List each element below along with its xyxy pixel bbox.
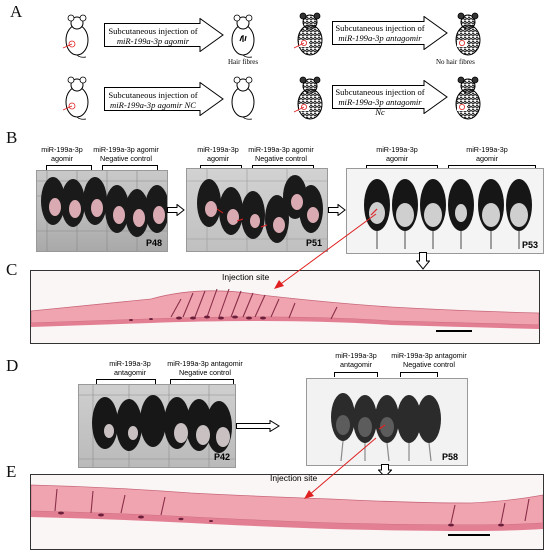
b2-mice-photo	[186, 168, 328, 252]
b1-mice-photo	[36, 170, 168, 252]
b1-bracket-1	[46, 165, 92, 170]
c-scale-bar	[436, 330, 472, 332]
arrow-box-3-line2: miR-199a-3p antagomir	[338, 33, 422, 43]
b2-label-agomir: miR-199a-3p agomir	[197, 145, 239, 163]
d2-day-label: P58	[442, 452, 459, 462]
panel-letter-b: B	[6, 128, 18, 147]
arrow-box-3-text: Subcutaneous injection of miR-199a-3p an…	[334, 23, 426, 43]
b3-label-2: miR-199a-3p agomir	[466, 145, 508, 163]
arrow-box-3	[332, 16, 448, 50]
d1-bracket-2	[170, 379, 234, 384]
arrow-box-4	[332, 80, 448, 114]
b3-mice-photo	[346, 168, 544, 254]
arrow-box-2	[104, 82, 224, 116]
arrow-box-3-line1: Subcutaneous injection of	[335, 23, 425, 33]
b3-day-label: P53	[522, 240, 539, 250]
arrow-right-icon	[236, 420, 280, 432]
red-arrow-annotation	[274, 213, 377, 289]
b2-bracket-1	[200, 165, 242, 170]
furry-mouse-icon	[455, 76, 481, 120]
d1-bracket-1	[96, 379, 156, 384]
arrow-box-4-line1: Subcutaneous injection of	[335, 87, 425, 97]
hair-fibres-caption: Hair fibres	[228, 58, 259, 66]
panel-letter-d: D	[6, 356, 19, 375]
d2-bracket-1	[334, 372, 378, 377]
furry-mouse-icon	[293, 12, 323, 56]
arrow-box-4-text: Subcutaneous injection of miR-199a-3p an…	[334, 87, 426, 117]
mouse-outline-icon	[231, 76, 255, 120]
c-injection-site-label: Injection site	[222, 272, 270, 282]
arrow-box-2-line2: miR-199a-3p agomir NC	[110, 100, 196, 110]
d2-bracket-2	[400, 372, 438, 377]
b3-bracket-2	[448, 165, 536, 170]
furry-mouse-icon	[455, 12, 481, 56]
arrow-box-1-line1: Subcutaneous injection of	[108, 26, 198, 36]
b3-bracket-1	[366, 165, 438, 170]
d1-label-antagomir: miR-199a-3p antagomir	[109, 359, 151, 377]
arrow-down-icon	[416, 252, 430, 270]
arrow-box-1-line2: miR-199a-3p agomir	[116, 36, 190, 46]
red-arrow-annotation	[304, 437, 377, 499]
b2-day-label: P51	[306, 238, 323, 248]
arrow-box-2-line1: Subcutaneous injection of	[108, 90, 198, 100]
b1-day-label: P48	[146, 238, 163, 248]
panel-letter-c: C	[6, 260, 18, 279]
e-histology-section	[30, 474, 544, 550]
panel-letter-e: E	[6, 462, 17, 481]
mouse-with-hair-icon	[231, 14, 255, 58]
e-scale-bar	[448, 534, 490, 536]
arrow-box-2-text: Subcutaneous injection of miR-199a-3p ag…	[106, 90, 200, 110]
b3-label-1: miR-199a-3p agomir	[376, 145, 418, 163]
arrow-box-4-line2: miR-199a-3p antagomir Nc	[338, 97, 422, 117]
b2-bracket-2	[252, 165, 314, 170]
b1-label-nc: miR-199a-3p agomir Negative control	[93, 145, 159, 163]
arrow-right-icon	[167, 204, 185, 216]
arrow-down-icon	[378, 464, 392, 478]
d2-mice-photo	[306, 378, 468, 466]
b2-label-nc: miR-199a-3p agomir Negative control	[248, 145, 314, 163]
d1-mice-photo	[78, 384, 236, 468]
b1-bracket-2	[102, 165, 158, 170]
mouse-outline-icon	[62, 14, 89, 58]
b1-label-agomir: miR-199a-3p agomir	[41, 145, 83, 163]
e-injection-site-label: Injection site	[270, 473, 318, 483]
d1-day-label: P42	[214, 452, 231, 462]
d2-label-nc: miR-199a-3p antagomir Negative control	[391, 351, 467, 369]
d2-label-antagomir: miR-199a-3p antagomir	[335, 351, 377, 369]
arrow-right-icon	[328, 204, 346, 216]
no-hair-fibres-caption: No hair fibres	[436, 58, 475, 66]
panel-letter-a: A	[10, 2, 23, 21]
furry-mouse-icon	[293, 76, 323, 120]
arrow-box-1-text: Subcutaneous injection of miR-199a-3p ag…	[106, 26, 200, 46]
d1-label-nc: miR-199a-3p antagomir Negative control	[167, 359, 243, 377]
arrow-box-1	[104, 18, 224, 52]
mouse-outline-icon	[62, 76, 89, 120]
